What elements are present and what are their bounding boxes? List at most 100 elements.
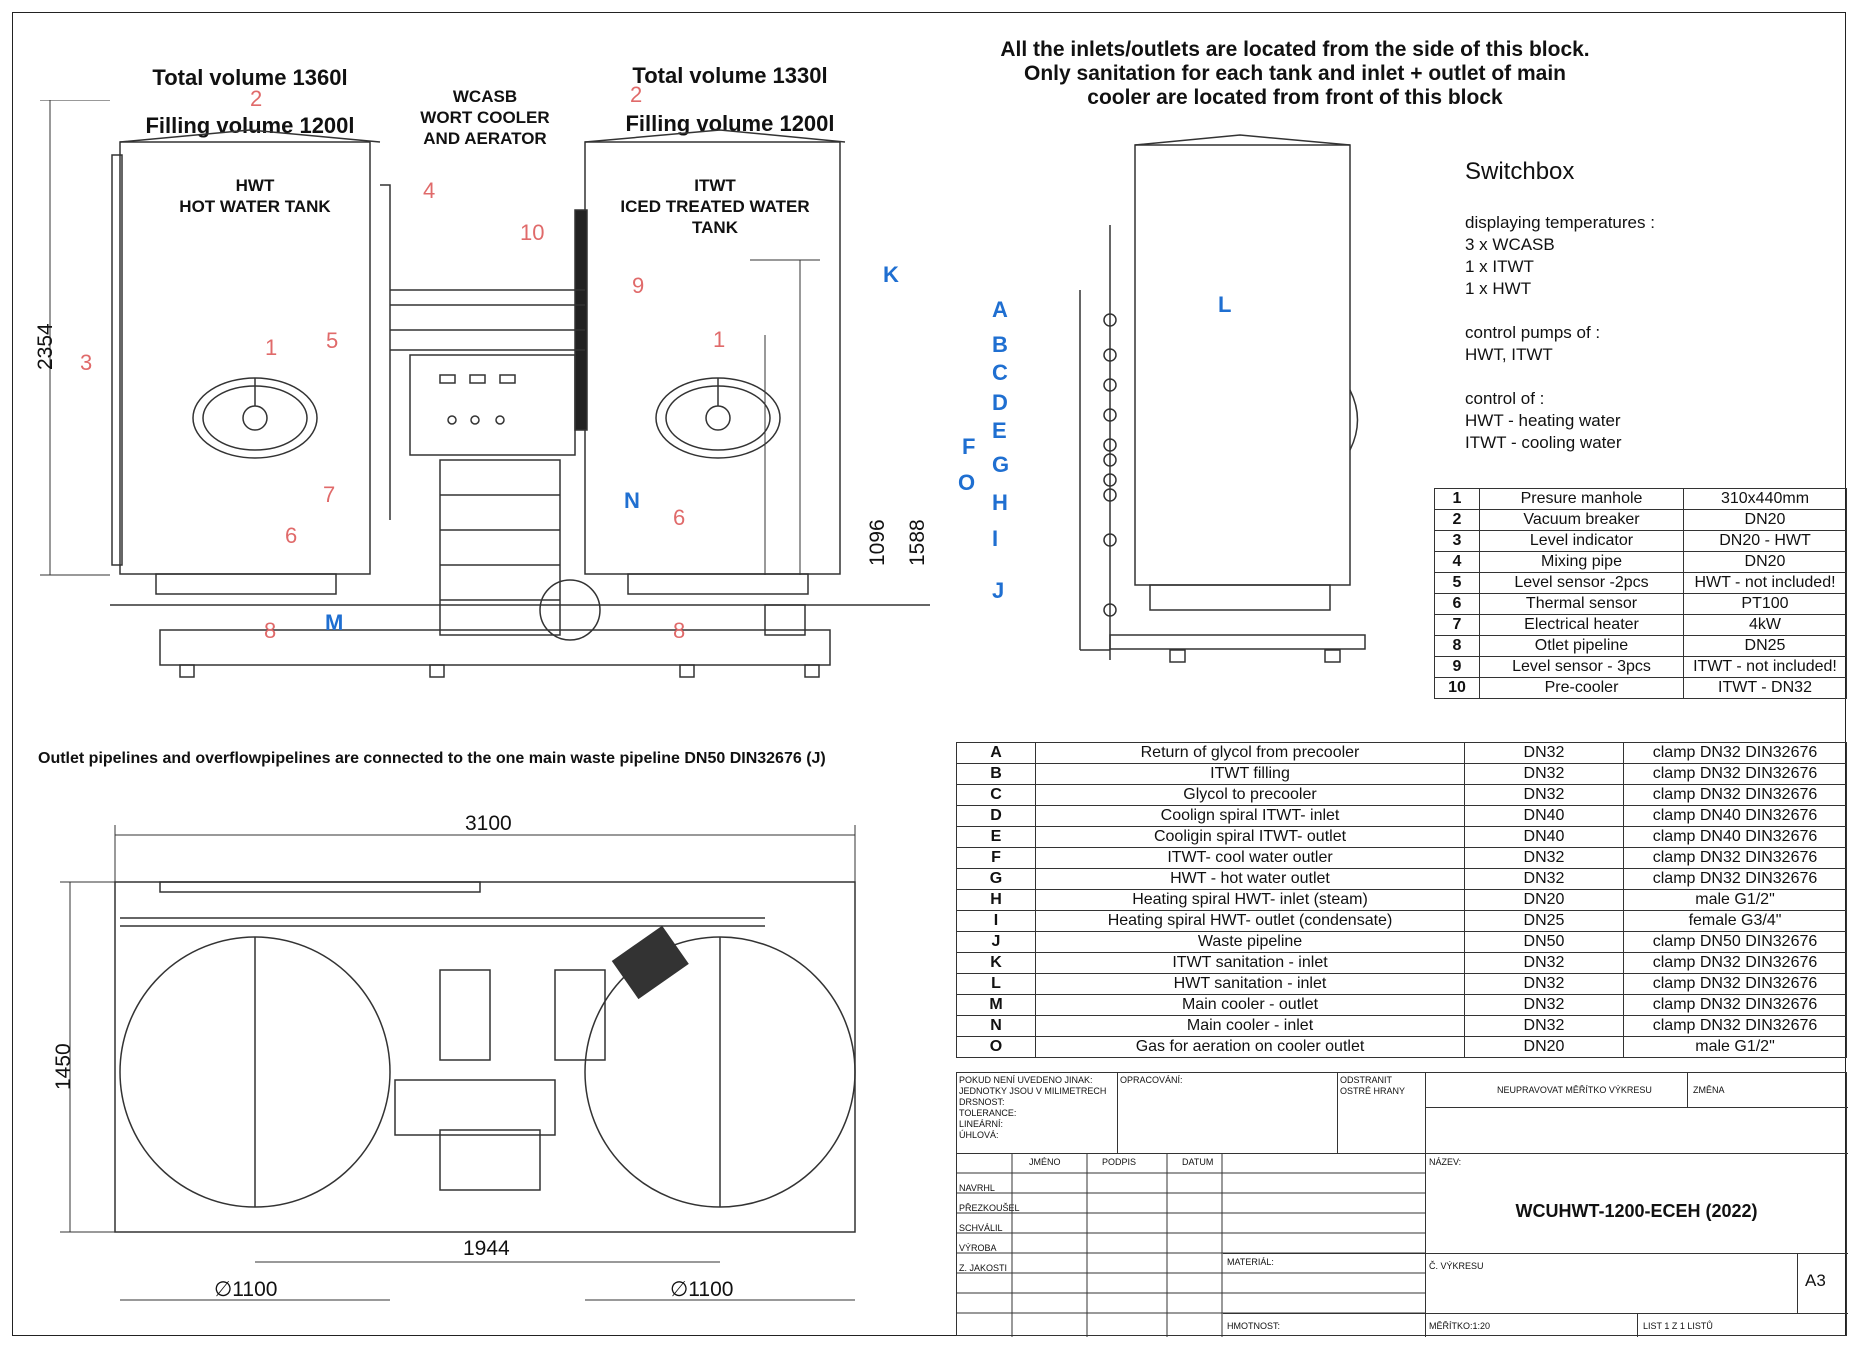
label-7: 7 (323, 482, 336, 507)
label-1-hwt: 1 (265, 335, 278, 360)
ports-cell: DN32 (1464, 973, 1624, 995)
parts-cell: DN20 - HWT (1683, 530, 1847, 552)
ports-cell: DN32 (1464, 742, 1624, 764)
ports-cell: A (956, 742, 1036, 764)
waste-pipeline-note: Outlet pipelines and overflowpipelines a… (38, 750, 826, 767)
col-podpis: PODPIS (1102, 1157, 1137, 1167)
parts-cell: Pre-cooler (1479, 677, 1684, 699)
label-a: A (992, 297, 1008, 322)
parts-cell: ITWT - not included! (1683, 656, 1847, 678)
hmotnost-field: HMOTNOST: (1227, 1321, 1280, 1331)
itwt-total-volume: Total volume 1330l (632, 63, 828, 88)
ports-cell: ITWT filling (1035, 763, 1465, 785)
ports-cell: L (956, 973, 1036, 995)
parts-cell: 310x440mm (1683, 488, 1847, 510)
switchbox-description: displaying temperatures : 3 x WCASB 1 x … (1465, 212, 1655, 454)
parts-cell: 2 (1434, 509, 1480, 531)
label-2-hwt: 2 (250, 86, 263, 111)
label-8-hwt: 8 (264, 618, 277, 643)
hwt-name-label: HWT HOT WATER TANK (179, 176, 331, 216)
front-view-drawing (40, 100, 930, 678)
label-9: 9 (632, 273, 645, 298)
format-field: A3 (1805, 1271, 1826, 1290)
ports-cell: I (956, 910, 1036, 932)
ports-cell: Main cooler - inlet (1035, 1015, 1465, 1037)
list-field: LIST 1 Z 1 LISTŮ (1643, 1321, 1713, 1331)
label-d: D (992, 390, 1008, 415)
switchbox-line: control pumps of : (1465, 323, 1601, 342)
tb-divider (1425, 1073, 1426, 1337)
ports-cell: Return of glycol from precooler (1035, 742, 1465, 764)
label-5: 5 (326, 328, 339, 353)
label-3: 3 (80, 350, 93, 375)
ports-cell: clamp DN32 DIN32676 (1623, 952, 1847, 974)
ports-cell: DN32 (1464, 994, 1624, 1016)
parts-cell: 3 (1434, 530, 1480, 552)
ports-cell: Heating spiral HWT- outlet (condensate) (1035, 910, 1465, 932)
parts-cell: HWT - not included! (1683, 572, 1847, 594)
hwt-total-volume: Total volume 1360l (152, 65, 348, 90)
ports-cell: clamp DN32 DIN32676 (1623, 784, 1847, 806)
dim-3100: 3100 (465, 812, 512, 835)
ports-cell: female G3/4" (1623, 910, 1847, 932)
parts-cell: 10 (1434, 677, 1480, 699)
parts-cell: Otlet pipeline (1479, 635, 1684, 657)
switchbox-line: ITWT - cooling water (1465, 433, 1622, 452)
row-vyroba: VÝROBA (959, 1243, 997, 1253)
parts-cell: 4 (1434, 551, 1480, 573)
label-h: H (992, 490, 1008, 515)
ports-cell: clamp DN40 DIN32676 (1623, 805, 1847, 827)
ports-cell: DN40 (1464, 805, 1624, 827)
label-f: F (962, 434, 976, 459)
ports-cell: DN32 (1464, 868, 1624, 890)
tb-divider (1637, 1313, 1638, 1337)
ports-cell: Cooligin spiral ITWT- outlet (1035, 826, 1465, 848)
ports-cell: male G1/2" (1623, 889, 1847, 911)
dim-2354: 2354 (34, 323, 57, 370)
tb-divider (957, 1153, 1848, 1154)
parts-cell: 6 (1434, 593, 1480, 615)
label-10: 10 (520, 220, 545, 245)
ports-cell: O (956, 1036, 1036, 1058)
ports-cell: clamp DN40 DIN32676 (1623, 826, 1847, 848)
opracovani-field: OPRACOVÁNÍ: (1120, 1075, 1183, 1085)
switchbox-line: 3 x WCASB (1465, 235, 1555, 254)
switchbox-line: displaying temperatures : (1465, 213, 1655, 232)
material-field: MATERIÁL: (1227, 1257, 1274, 1267)
ports-cell: DN32 (1464, 952, 1624, 974)
parts-cell: Presure manhole (1479, 488, 1684, 510)
hwt-volume-header: Total volume 1360l Filling volume 1200l (120, 42, 380, 162)
ports-cell: DN32 (1464, 763, 1624, 785)
parts-cell: Electrical heater (1479, 614, 1684, 636)
switchbox-line: HWT - heating water (1465, 411, 1621, 430)
switchbox-line (1465, 366, 1655, 388)
row-jakosti: Z. JAKOSTI (959, 1263, 1008, 1273)
parts-cell: DN20 (1683, 509, 1847, 531)
switchbox-line: 1 x HWT (1465, 279, 1532, 298)
parts-cell: Level sensor -2pcs (1479, 572, 1684, 594)
ports-cell: clamp DN32 DIN32676 (1623, 763, 1847, 785)
ports-cell: clamp DN50 DIN32676 (1623, 931, 1847, 953)
label-4: 4 (423, 178, 436, 203)
label-2-itwt: 2 (630, 82, 643, 107)
label-g: G (992, 452, 1010, 477)
ports-cell: DN40 (1464, 826, 1624, 848)
ports-cell: clamp DN32 DIN32676 (1623, 994, 1847, 1016)
drawing-title: WCUHWT-1200-ECEH (2022) (1515, 1201, 1758, 1221)
label-o: O (958, 470, 976, 495)
ports-cell: B (956, 763, 1036, 785)
top-view-drawing (60, 825, 856, 1301)
odstranit-field: ODSTRANIT OSTRÉ HRANY (1340, 1075, 1406, 1096)
parts-cell: DN20 (1683, 551, 1847, 573)
parts-cell: 8 (1434, 635, 1480, 657)
scale-note: NEUPRAVOVAT MĚŘÍTKO VÝKRESU (1497, 1085, 1652, 1095)
